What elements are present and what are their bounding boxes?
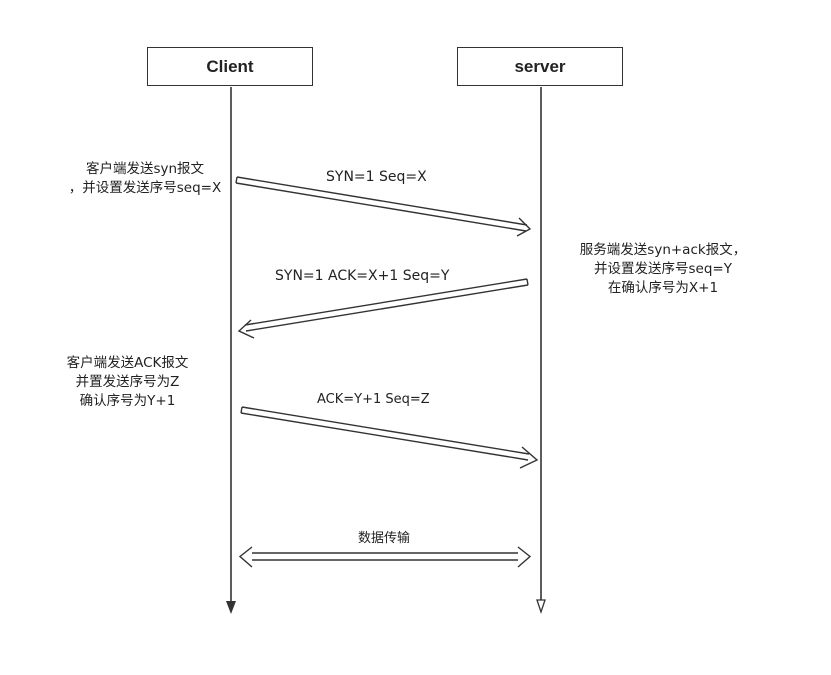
server-participant-label: server — [514, 56, 566, 76]
client-lifeline-arrowhead — [226, 601, 236, 614]
syn-arrow — [235, 176, 532, 237]
server-syn-ack-note: 服务端发送syn+ack报文， 并设置发送序号seq=Y 在确认序号为X+1 — [568, 241, 758, 298]
note-line: 确认序号为Y+1 — [79, 393, 176, 409]
client-participant-box: Client — [147, 47, 313, 86]
syn-ack-message-label: SYN=1 ACK=X+1 Seq=Y — [275, 268, 450, 284]
ack-arrow — [240, 406, 539, 469]
note-line: 服务端发送syn+ack报文， — [579, 242, 747, 258]
note-line: 客户端发送syn报文 — [85, 161, 205, 177]
syn-ack-arrow — [237, 278, 529, 339]
client-syn-note: 客户端发送syn报文 ，并设置发送序号seq=X — [55, 160, 235, 198]
server-lifeline-arrowhead — [536, 599, 546, 615]
note-line: 在确认序号为X+1 — [607, 280, 719, 296]
note-line: 客户端发送ACK报文 — [66, 355, 189, 371]
client-participant-label: Client — [206, 56, 254, 76]
ack-message-label: ACK=Y+1 Seq=Z — [317, 392, 430, 407]
note-line: 并设置发送序号seq=Y — [594, 261, 732, 277]
syn-message-label: SYN=1 Seq=X — [326, 169, 427, 185]
data-transfer-arrow — [238, 546, 532, 568]
note-line: ，并设置发送序号seq=X — [68, 180, 222, 196]
client-ack-note: 客户端发送ACK报文 并置发送序号为Z 确认序号为Y+1 — [45, 354, 210, 411]
data-transfer-label: 数据传输 — [358, 531, 411, 546]
note-line: 并置发送序号为Z — [75, 374, 180, 390]
server-participant-box: server — [457, 47, 623, 86]
